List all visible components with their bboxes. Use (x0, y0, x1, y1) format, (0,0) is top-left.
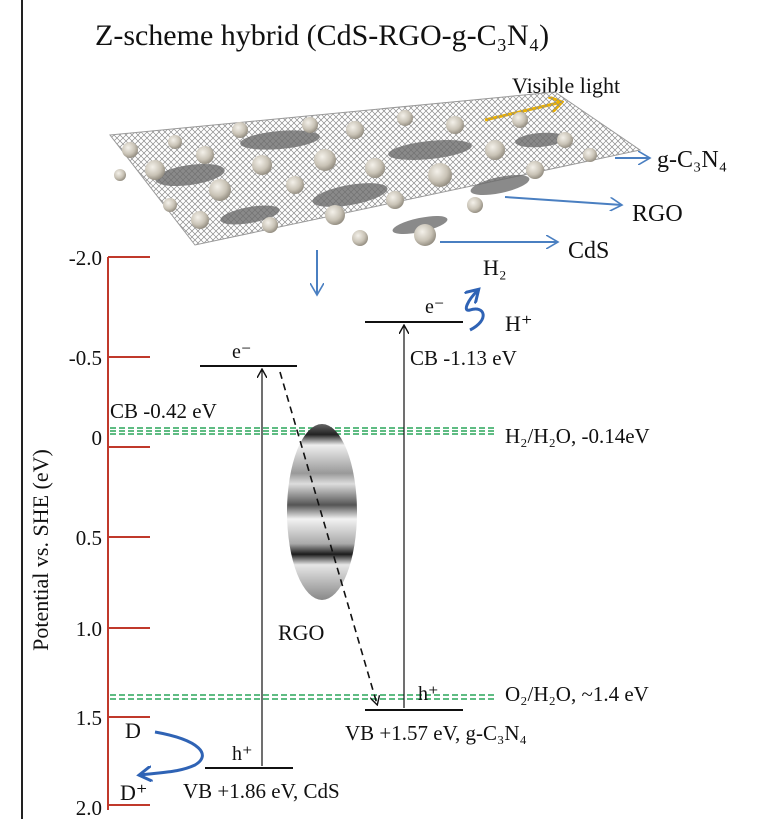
cds-electron: e⁻ (232, 341, 251, 363)
h2-evolution-arrow (466, 290, 485, 332)
cds-label: CdS (568, 238, 609, 264)
tick-label: 2.0 (76, 796, 102, 819)
axis-label: Potential vs. SHE (eV) (28, 449, 53, 651)
gcn-cb-label: CB -1.13 eV (410, 346, 517, 370)
gcn-electron: e⁻ (425, 296, 444, 318)
o2-redox-label: O₂/H₂O, ~1.4 eV (505, 682, 649, 706)
tick-label: -0.5 (69, 346, 102, 370)
z-scheme-transfer-arrow (279, 371, 377, 704)
rgo-label: RGO (632, 201, 683, 227)
h-plus-label: H⁺ (505, 311, 533, 336)
tick-label: 0 (92, 426, 103, 450)
donor-label: D (125, 718, 141, 743)
h2-redox-line (110, 427, 495, 435)
donor-oxidized-label: D⁺ (120, 780, 148, 805)
tick-label: 0.5 (76, 526, 102, 550)
hybrid-sheet (109, 91, 642, 246)
axis-ticks (108, 256, 150, 806)
cds-cb-label: CB -0.42 eV (110, 399, 217, 423)
gcn-hole: h⁺ (418, 683, 439, 705)
rgo-center-label: RGO (278, 620, 324, 645)
visible-light-label: Visible light (512, 73, 620, 98)
rgo-mediator (287, 424, 357, 600)
cds-hole: h⁺ (232, 743, 253, 765)
rgo-flakes (155, 130, 565, 234)
gcn-vb-label: VB +1.57 eV, g-C₃N₄ (345, 721, 527, 745)
cds-vb-label: VB +1.86 eV, CdS (183, 779, 340, 803)
diagram-title: Z-scheme hybrid (CdS-RGO-g-C₃N₄) (95, 19, 549, 52)
tick-label: 1.0 (76, 617, 102, 641)
rgo-pointer-arrow (504, 196, 622, 205)
h2-redox-label: H₂/H₂O, -0.14eV (505, 424, 650, 448)
tick-label: -2.0 (69, 246, 102, 270)
o2-redox-line (110, 694, 495, 700)
gcn-label: g-C₃N₄ (657, 147, 727, 173)
donor-oxidation-arrow (140, 730, 204, 775)
h2-product-label: H₂ (483, 255, 507, 280)
cds-particles (114, 110, 597, 246)
tick-label: 1.5 (76, 706, 102, 730)
potential-axis: -2.0 -0.5 0 0.5 1.0 1.5 2.0 Potential vs… (28, 246, 150, 819)
